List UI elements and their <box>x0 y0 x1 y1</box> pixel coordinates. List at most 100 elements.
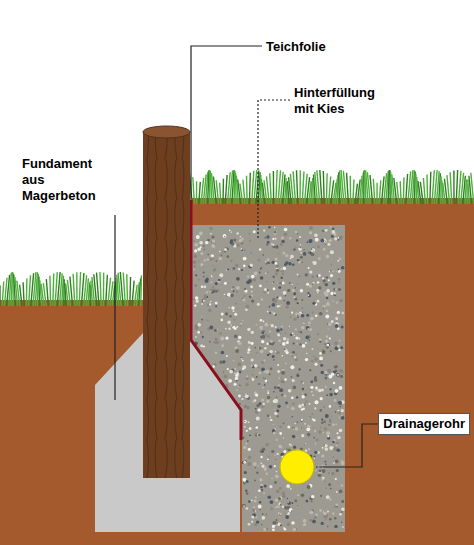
gravel-stone <box>258 408 262 412</box>
grass-blade <box>302 171 304 204</box>
gravel-stone <box>234 327 237 330</box>
grass-blade <box>412 170 414 204</box>
gravel-stone <box>262 387 263 388</box>
gravel-stone <box>258 259 260 261</box>
gravel-stone <box>321 371 324 374</box>
gravel-stone <box>203 300 205 302</box>
gravel-stone <box>323 248 326 251</box>
grass-blade <box>52 273 54 306</box>
gravel-stone <box>309 271 312 274</box>
gravel-stone <box>303 519 307 523</box>
gravel-stone <box>298 331 299 332</box>
gravel-stone <box>307 485 311 489</box>
gravel-stone <box>197 323 201 327</box>
gravel-stone <box>331 373 334 376</box>
gravel-stone <box>282 273 284 275</box>
gravel-stone <box>301 326 305 330</box>
gravel-stone <box>267 311 269 313</box>
gravel-stone <box>316 439 319 442</box>
gravel-stone <box>292 379 295 382</box>
gravel-stone <box>267 335 270 338</box>
gravel-stone <box>303 249 305 251</box>
gravel-stone <box>255 433 258 436</box>
gravel-stone <box>311 501 313 503</box>
grass-blade <box>353 179 354 204</box>
callout-label: Fundament aus Magerbeton <box>20 155 108 205</box>
gravel-stone <box>254 399 256 401</box>
gravel-stone <box>247 440 249 442</box>
gravel-stone <box>267 241 270 244</box>
gravel-stone <box>315 513 318 516</box>
gravel-stone <box>337 448 341 452</box>
gravel-stone <box>301 314 305 318</box>
gravel-stone <box>298 275 300 277</box>
gravel-stone <box>300 252 302 254</box>
gravel-stone <box>247 275 249 277</box>
gravel-stone <box>231 289 232 290</box>
gravel-stone <box>334 292 336 294</box>
gravel-stone <box>272 355 275 358</box>
gravel-stone <box>274 409 275 410</box>
gravel-stone <box>267 354 269 356</box>
gravel-stone <box>280 524 282 526</box>
gravel-stone <box>338 401 342 405</box>
grass-blade <box>88 282 89 306</box>
gravel-stone <box>265 380 268 383</box>
grass-blade <box>394 178 397 204</box>
gravel-stone <box>203 245 204 246</box>
gravel-stone <box>321 522 324 525</box>
gravel-stone <box>325 414 329 418</box>
gravel-stone <box>288 389 292 393</box>
grass-blade <box>309 181 311 204</box>
gravel-stone <box>248 421 250 423</box>
gravel-stone <box>318 274 321 277</box>
gravel-stone <box>289 443 291 445</box>
gravel-stone <box>238 268 240 270</box>
gravel-stone <box>273 342 275 344</box>
gravel-stone <box>332 345 333 346</box>
gravel-stone <box>292 333 294 335</box>
gravel-stone <box>198 279 200 281</box>
gravel-stone <box>287 498 288 499</box>
gravel-stone <box>251 515 254 518</box>
gravel-stone <box>310 519 313 522</box>
gravel-stone <box>279 513 282 516</box>
gravel-stone <box>309 340 310 341</box>
gravel-stone <box>225 312 228 315</box>
gravel-stone <box>273 287 276 290</box>
gravel-stone <box>311 391 313 393</box>
gravel-stone <box>341 266 345 270</box>
gravel-stone <box>280 434 282 436</box>
gravel-stone <box>255 408 257 410</box>
grass-blade <box>46 279 48 306</box>
gravel-stone <box>193 254 197 258</box>
gravel-stone <box>297 233 298 234</box>
gravel-stone <box>269 465 272 468</box>
gravel-stone <box>289 326 290 327</box>
gravel-stone <box>301 299 303 301</box>
gravel-stone <box>211 240 215 244</box>
gravel-stone <box>233 239 236 242</box>
gravel-stone <box>305 443 307 445</box>
gravel-stone <box>243 365 247 369</box>
gravel-stone <box>263 378 264 379</box>
gravel-stone <box>197 331 200 334</box>
gravel-stone <box>317 300 320 303</box>
grass-blade <box>100 272 101 306</box>
gravel-stone <box>279 432 282 435</box>
gravel-stone <box>279 496 282 499</box>
gravel-stone <box>246 430 248 432</box>
gravel-stone <box>336 302 338 304</box>
gravel-stone <box>327 511 329 513</box>
gravel-stone <box>325 461 327 463</box>
gravel-stone <box>216 260 218 262</box>
grass-blade <box>370 175 373 204</box>
gravel-stone <box>201 322 202 323</box>
gravel-stone <box>285 515 289 519</box>
grass-blade <box>273 171 275 204</box>
gravel-stone <box>256 376 258 378</box>
gravel-stone <box>281 240 284 243</box>
gravel-stone <box>332 270 333 271</box>
gravel-stone <box>324 481 325 482</box>
gravel-stone <box>243 478 247 482</box>
